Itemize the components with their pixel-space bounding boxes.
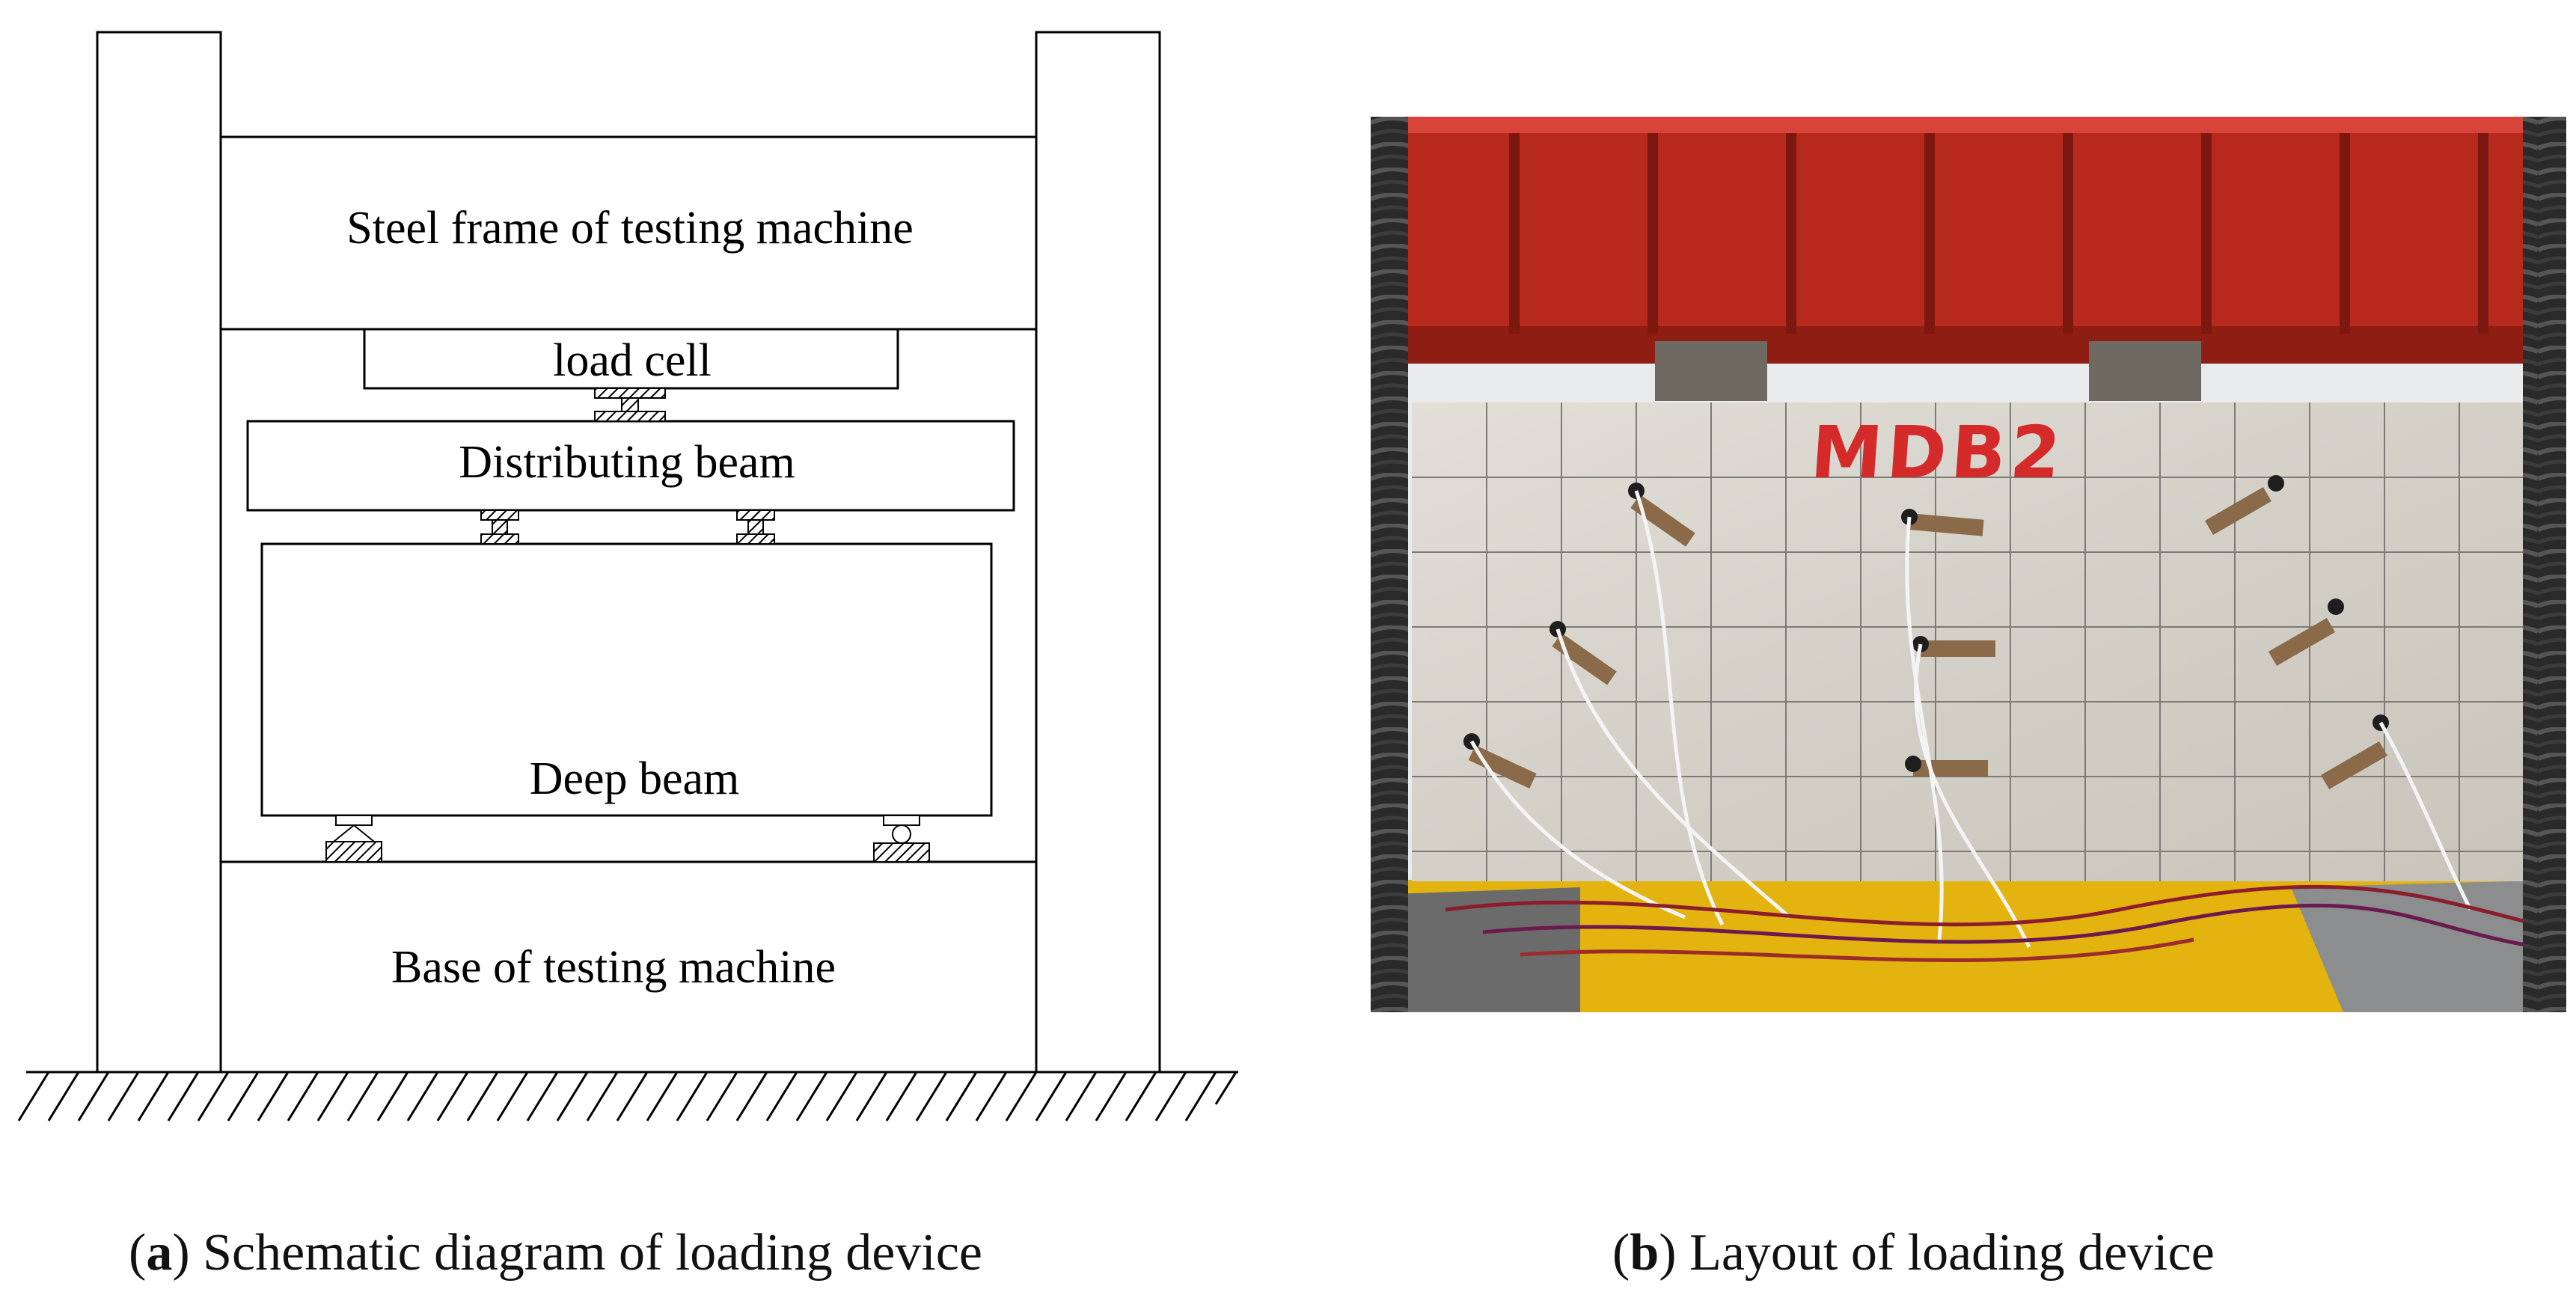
right-column — [1035, 31, 1161, 1074]
instrument-mounts — [1468, 487, 2387, 790]
left-column — [96, 31, 222, 1074]
pin-support — [325, 815, 382, 863]
caption-a: (a) Schematic diagram of loading device — [129, 1224, 982, 1282]
load-cell-label: load cell — [553, 335, 712, 386]
sensor-cables — [1445, 490, 2539, 962]
right-threaded-column — [2523, 117, 2566, 1012]
distributing-beam-label: Distributing beam — [459, 437, 795, 488]
load-cell-spacer — [594, 388, 666, 422]
specimen-marking: MDB2 — [1808, 411, 2068, 495]
schematic-diagram: Steel frame of testing machine load cell… — [17, 31, 1238, 1121]
loading-device-photo: MDB2 — [1371, 117, 2566, 1012]
caption-b-text: Layout of loading device — [1689, 1224, 2215, 1282]
caption-a-text: Schematic diagram of loading device — [203, 1224, 982, 1282]
loading-plates — [1655, 341, 2201, 401]
deep-beam — [260, 542, 993, 817]
red-steel-frame — [1371, 117, 2566, 364]
steel-frame-label: Steel frame of testing machine — [346, 203, 914, 254]
caption-a-letter: a — [146, 1224, 173, 1282]
ground-hatching — [17, 1071, 1237, 1121]
caption-b-letter: b — [1630, 1224, 1659, 1282]
deep-beam-label: Deep beam — [530, 753, 740, 804]
loading-point-right — [736, 509, 775, 545]
loading-point-left — [480, 509, 519, 545]
roller-support — [873, 815, 930, 863]
base-label: Base of testing machine — [391, 942, 836, 993]
caption-b: (b) Layout of loading device — [1612, 1224, 2215, 1282]
left-threaded-column — [1371, 117, 1408, 1012]
floor-shadow — [1371, 887, 1580, 1012]
